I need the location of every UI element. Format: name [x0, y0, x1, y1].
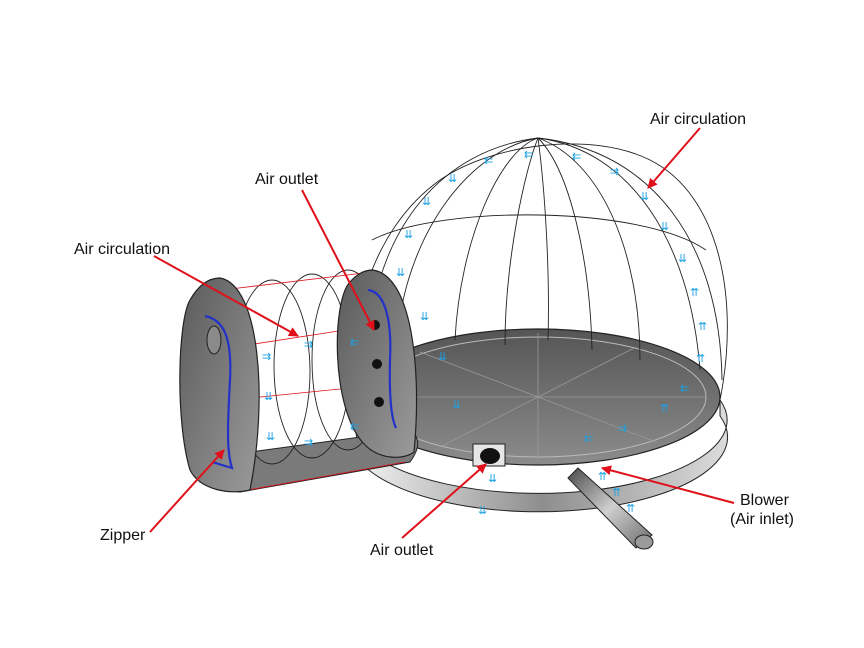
airflow-arrow-icon: ⇊ [678, 252, 687, 265]
label-air-outlet-top: Air outlet [255, 171, 319, 188]
airflow-arrow-icon: ⇇ [680, 382, 689, 395]
airflow-arrow-icon: ⇉ [610, 165, 619, 178]
blower-pipe [567, 467, 654, 550]
airflow-arrow-icon: ⇈ [612, 486, 621, 499]
airflow-arrow-icon: ⇈ [598, 470, 607, 483]
airflow-arrow-icon: ⇊ [660, 220, 669, 233]
dome-latitude [371, 214, 707, 251]
airflow-arrow-icon: ⇈ [696, 352, 705, 365]
label-zipper: Zipper [100, 527, 146, 544]
leader-air-outlet-bottom [401, 463, 487, 539]
airflow-arrow-icon: ⇉ [618, 422, 627, 435]
label-air-outlet-bottom: Air outlet [370, 542, 434, 559]
label-air-circulation-left: Air circulation [74, 241, 170, 258]
airflow-arrow-icon: ⇉ [304, 338, 313, 351]
airflow-arrow-icon: ⇊ [264, 390, 273, 403]
airflow-arrow-icon: ⇇ [484, 154, 493, 167]
airflow-arrow-icon: ⇈ [698, 320, 707, 333]
leader-air-circulation-left [153, 255, 299, 337]
airflow-arrow-icon: ⇇ [572, 150, 581, 163]
label-air-circulation-top: Air circulation [650, 111, 746, 128]
airflow-arrow-icon: ⇊ [448, 172, 457, 185]
airflow-arrow-icon: ⇊ [452, 398, 461, 411]
tunnel-rim-lines [221, 271, 406, 491]
entrance-disc [179, 277, 260, 493]
airflow-arrow-icon: ⇈ [690, 286, 699, 299]
callout-leaders [149, 127, 735, 539]
airflow-arrow-icon: ⇊ [488, 472, 497, 485]
leader-air-circulation-top [647, 127, 701, 189]
airflow-arrow-icon: ⇊ [396, 266, 405, 279]
airflow-arrow-icon: ⇇ [350, 420, 359, 433]
zipper-line-front [204, 314, 234, 470]
airflow-arrow-icon: ⇊ [422, 195, 431, 208]
zipper-line-door [367, 288, 398, 429]
dome [351, 137, 729, 513]
leader-blower [601, 465, 735, 504]
airflow-arrow-icon: ⇊ [478, 504, 487, 517]
airflow-arrow-icon: ⇊ [420, 310, 429, 323]
airflow-arrow-icon: ⇊ [404, 228, 413, 241]
airflow-arrow-icon: ⇊ [438, 350, 447, 363]
dome-base-band [356, 398, 729, 513]
airflow-arrow-icon: ⇈ [626, 502, 635, 515]
leader-air-outlet-top [301, 189, 375, 331]
label-air-inlet: (Air inlet) [730, 511, 794, 528]
base-outlet-vent [472, 443, 506, 467]
leader-zipper [149, 449, 225, 533]
airflow-arrow-icon: ⇇ [350, 336, 359, 349]
tunnel [179, 269, 419, 493]
airflow-arrow-icon: ⇈ [660, 402, 669, 415]
door-disc [336, 269, 418, 458]
floor-seams [370, 333, 706, 462]
airflow-arrow-icon: ⇇ [584, 432, 593, 445]
airflow-arrow-icon: ⇉ [262, 350, 271, 363]
airflow-arrow-icon: ⇊ [266, 430, 275, 443]
dome-meridians [369, 137, 723, 381]
airflow-arrow-icon: ⇉ [304, 436, 313, 449]
label-blower: Blower [740, 492, 790, 509]
airflow-arrow-icon: ⇇ [524, 148, 533, 161]
airflow-arrows: ⇇ ⇇ ⇊ ⇊ ⇊ ⇊ ⇇ ⇉ ⇊ ⇊ ⇊ ⇈ ⇈ ⇈ ⇇ ⇈ ⇉ ⇇ ⇈ ⇈ … [262, 148, 707, 517]
airflow-arrow-icon: ⇊ [640, 190, 649, 203]
labels: Air circulation Air outlet Air circulati… [74, 111, 794, 559]
